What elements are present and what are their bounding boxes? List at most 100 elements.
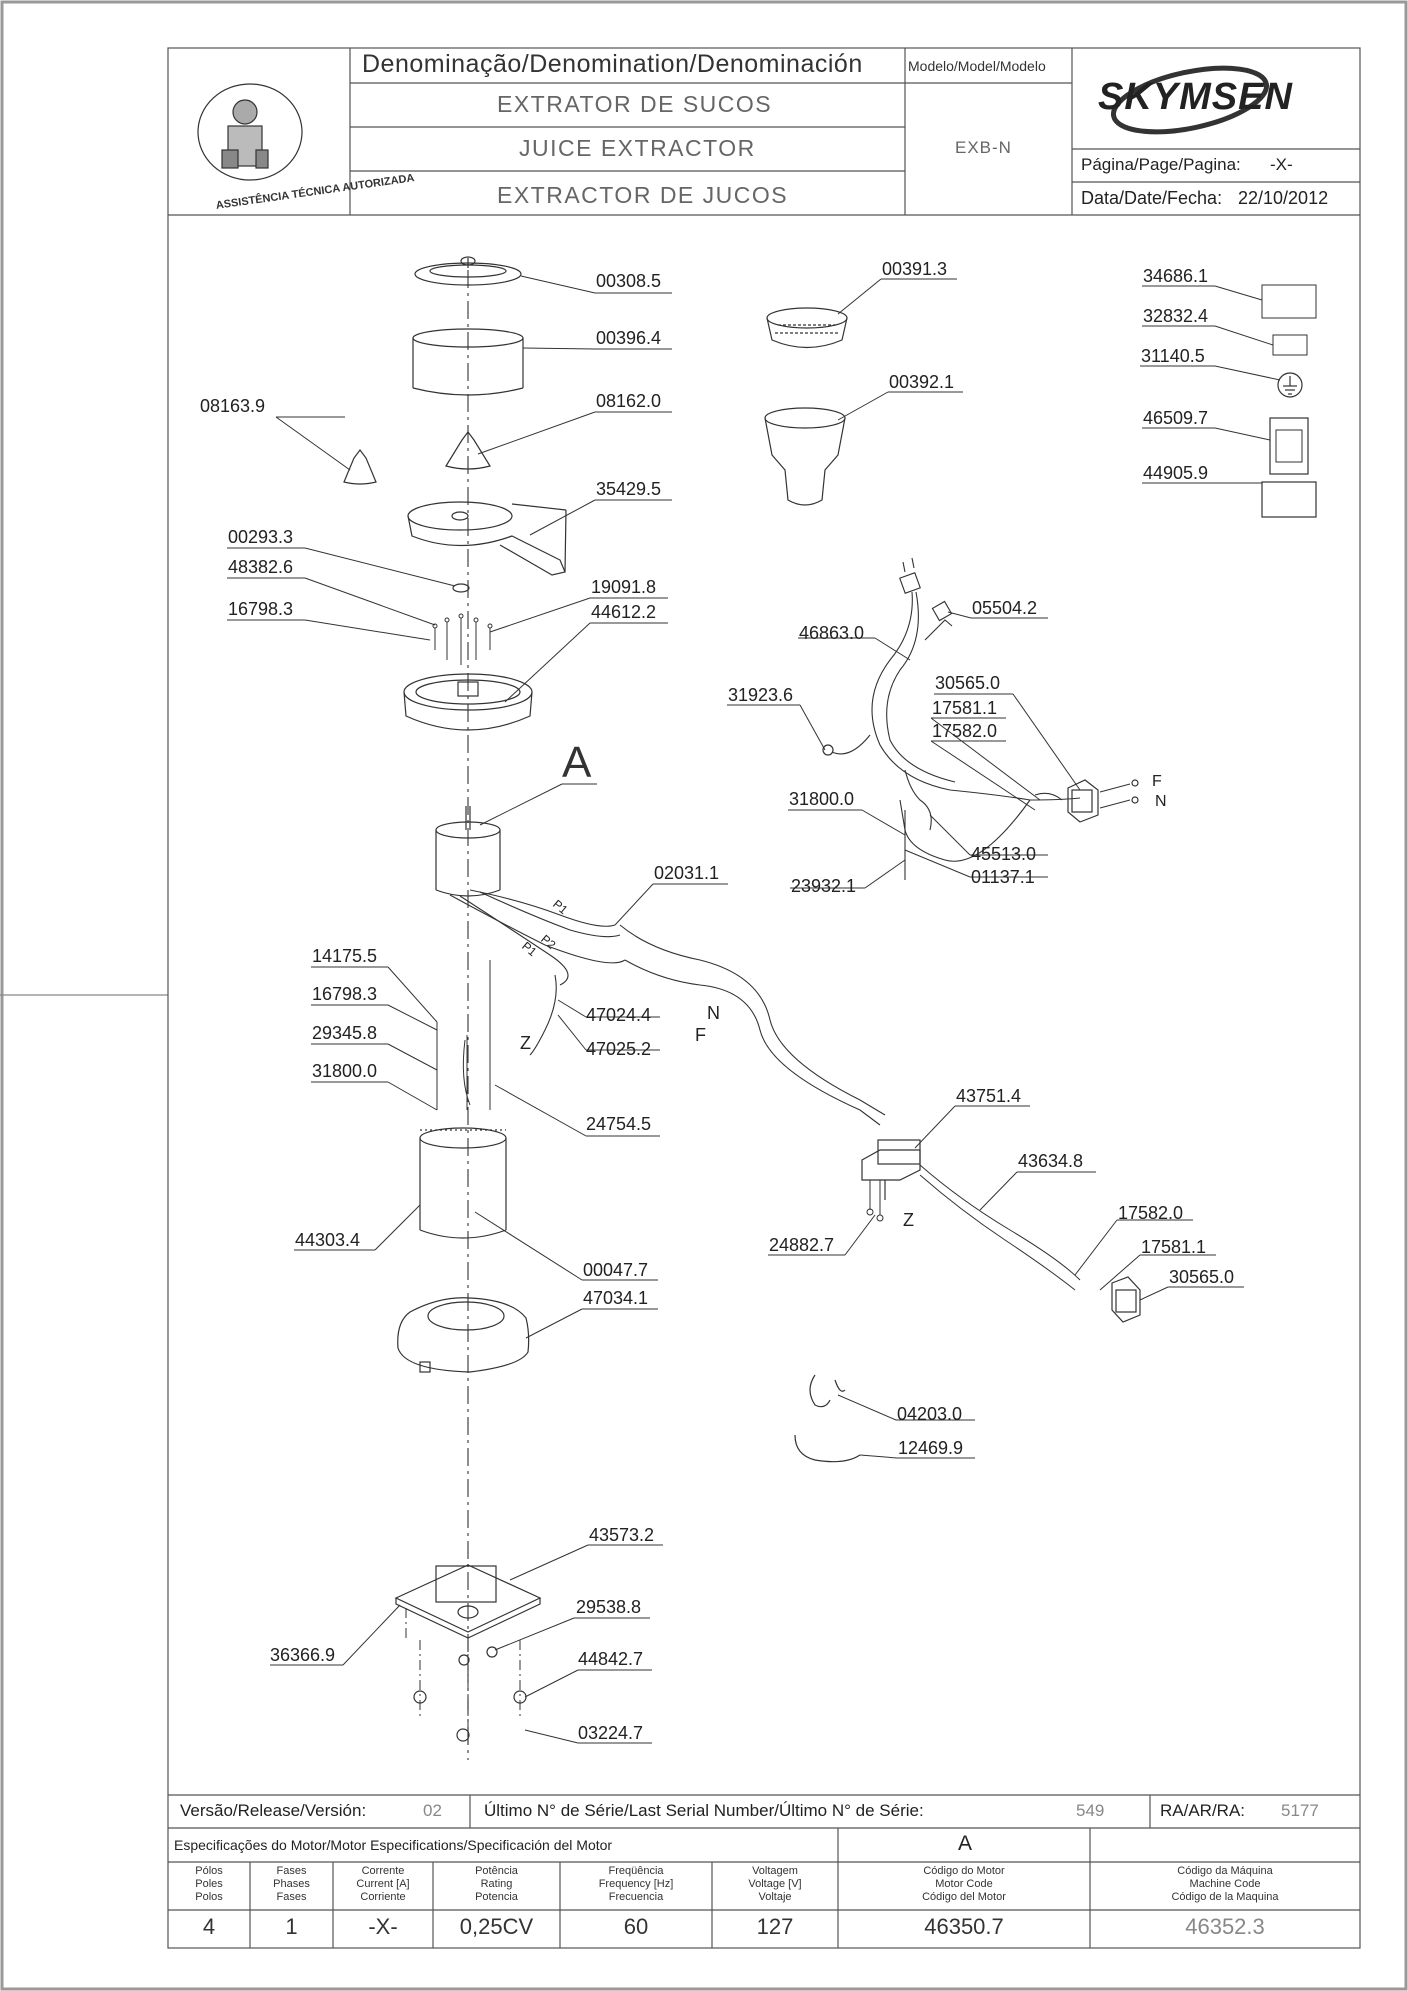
spec-value-rating: 0,25CV xyxy=(459,1914,534,1939)
part-callout: 08162.0 xyxy=(596,391,662,411)
part-callout: 01137.1 xyxy=(971,867,1035,887)
part-callout: 17581.1 xyxy=(1141,1237,1207,1257)
part-callout: 29538.8 xyxy=(576,1597,642,1617)
serial-value: 549 xyxy=(1076,1801,1105,1820)
part-callout: 17582.0 xyxy=(1118,1203,1184,1223)
part-callout: 44303.4 xyxy=(295,1230,361,1250)
part-callout: 19091.8 xyxy=(591,577,657,597)
motor-A xyxy=(435,806,501,897)
part-callout: 35429.5 xyxy=(596,479,662,499)
part-callout: 31800.0 xyxy=(789,789,855,809)
base-47034.1 xyxy=(397,1297,530,1373)
power-cord-46863.0 xyxy=(831,557,1081,880)
part-callout: 48382.6 xyxy=(228,557,294,577)
part-callout: 16798.3 xyxy=(228,599,294,619)
part-callout: 44842.7 xyxy=(578,1649,644,1669)
lid-00308.5 xyxy=(414,256,522,286)
juice-tray-35429.5 xyxy=(407,501,567,576)
bowl-44612.2 xyxy=(403,673,533,731)
part-callout: 17581.1 xyxy=(932,698,998,718)
part-callout: 00392.1 xyxy=(889,372,955,392)
ground-symbol-31140.5 xyxy=(1277,372,1303,398)
motor-spec-label: Especificações do Motor/Motor Especifica… xyxy=(174,1837,613,1853)
clip-04203.0 xyxy=(809,1374,846,1408)
part-callout: 34686.1 xyxy=(1143,266,1209,286)
drawing-frame xyxy=(167,47,1361,1949)
brand-logo: SKYMSEN xyxy=(1098,76,1293,118)
container-00396.4 xyxy=(412,328,524,396)
ra-value: 5177 xyxy=(1281,1801,1319,1820)
part-callout: 05504.2 xyxy=(972,598,1038,618)
part-callout: 00391.3 xyxy=(882,259,948,279)
page-label: Página/Page/Pagina: xyxy=(1081,155,1241,174)
wire-mark: N xyxy=(707,1003,720,1023)
name-pt: EXTRATOR DE SUCOS xyxy=(497,91,773,117)
wire-mark: F xyxy=(695,1025,706,1045)
switch-30565.0-lower xyxy=(1111,1276,1141,1323)
part-callout: 44612.2 xyxy=(591,602,657,622)
part-callout: 46863.0 xyxy=(799,623,865,643)
switch-30565.0 xyxy=(1067,779,1099,823)
label-sticker-34686.1 xyxy=(1261,284,1317,319)
part-callout: 46509.7 xyxy=(1143,408,1209,428)
part-callout: 23932.1 xyxy=(791,876,857,896)
brand-logo-swoosh xyxy=(1110,65,1270,135)
part-callout: 12469.9 xyxy=(898,1438,964,1458)
spec-value-motor-code: 46350.7 xyxy=(924,1914,1004,1939)
housing-44303.4 xyxy=(419,1127,507,1239)
spec-value-voltage: 127 xyxy=(756,1914,794,1939)
name-es: EXTRACTOR DE JUCOS xyxy=(497,182,789,208)
authorized-service-seal xyxy=(197,83,303,181)
part-callout: 43573.2 xyxy=(589,1525,655,1545)
part-callout: 43751.4 xyxy=(956,1086,1022,1106)
strainer-00391.3 xyxy=(766,307,848,349)
part-callout: 00047.7 xyxy=(583,1260,649,1280)
label-sticker-32832.4 xyxy=(1272,334,1308,356)
part-callout: 00308.5 xyxy=(596,271,662,291)
wire-mark: Z xyxy=(903,1210,914,1230)
part-callout: 29345.8 xyxy=(312,1023,378,1043)
part-callout: 47025.2 xyxy=(586,1039,652,1059)
spec-value-machine-code: 46352.3 xyxy=(1185,1914,1265,1939)
part-callout: 31800.0 xyxy=(312,1061,378,1081)
serial-label: Último N° de Série/Last Serial Number/Úl… xyxy=(484,1801,924,1820)
clip-12469.9 xyxy=(794,1434,861,1463)
part-callout: 04203.0 xyxy=(897,1404,963,1424)
part-callout: 36366.9 xyxy=(270,1645,336,1665)
bottom-plate-43573.2 xyxy=(394,1564,542,1639)
reamer-cone-08163.9 xyxy=(343,449,377,485)
part-callout: 32832.4 xyxy=(1143,306,1209,326)
name-en: JUICE EXTRACTOR xyxy=(519,135,756,161)
part-callout: 03224.7 xyxy=(578,1723,644,1743)
model-label: Modelo/Model/Modelo xyxy=(908,58,1046,74)
model-value: EXB-N xyxy=(955,138,1012,157)
pcb-43751.4 xyxy=(861,1139,921,1200)
spec-value-poles: 4 xyxy=(202,1914,216,1939)
part-callout: 47034.1 xyxy=(583,1288,649,1308)
part-callout: 47024.4 xyxy=(586,1005,652,1025)
part-callout: 16798.3 xyxy=(312,984,378,1004)
version-label: Versão/Release/Versión: xyxy=(180,1801,367,1820)
motor-ref: A xyxy=(958,1832,973,1855)
date-value: 22/10/2012 xyxy=(1238,188,1329,208)
wire-mark: Z xyxy=(520,1033,531,1053)
page-value: -X- xyxy=(1270,155,1293,174)
part-callout: 00396.4 xyxy=(596,328,662,348)
part-callout: 24882.7 xyxy=(769,1235,835,1255)
denomination-label: Denominação/Denomination/Denominación xyxy=(362,50,863,78)
motor-ref-label: A xyxy=(562,738,592,787)
part-callout: 44905.9 xyxy=(1143,463,1209,483)
part-callout: 17582.0 xyxy=(932,721,998,741)
part-callout: 08163.9 xyxy=(200,396,266,416)
plate-44905.9 xyxy=(1261,481,1317,518)
date-label: Data/Date/Fecha: xyxy=(1081,188,1223,208)
